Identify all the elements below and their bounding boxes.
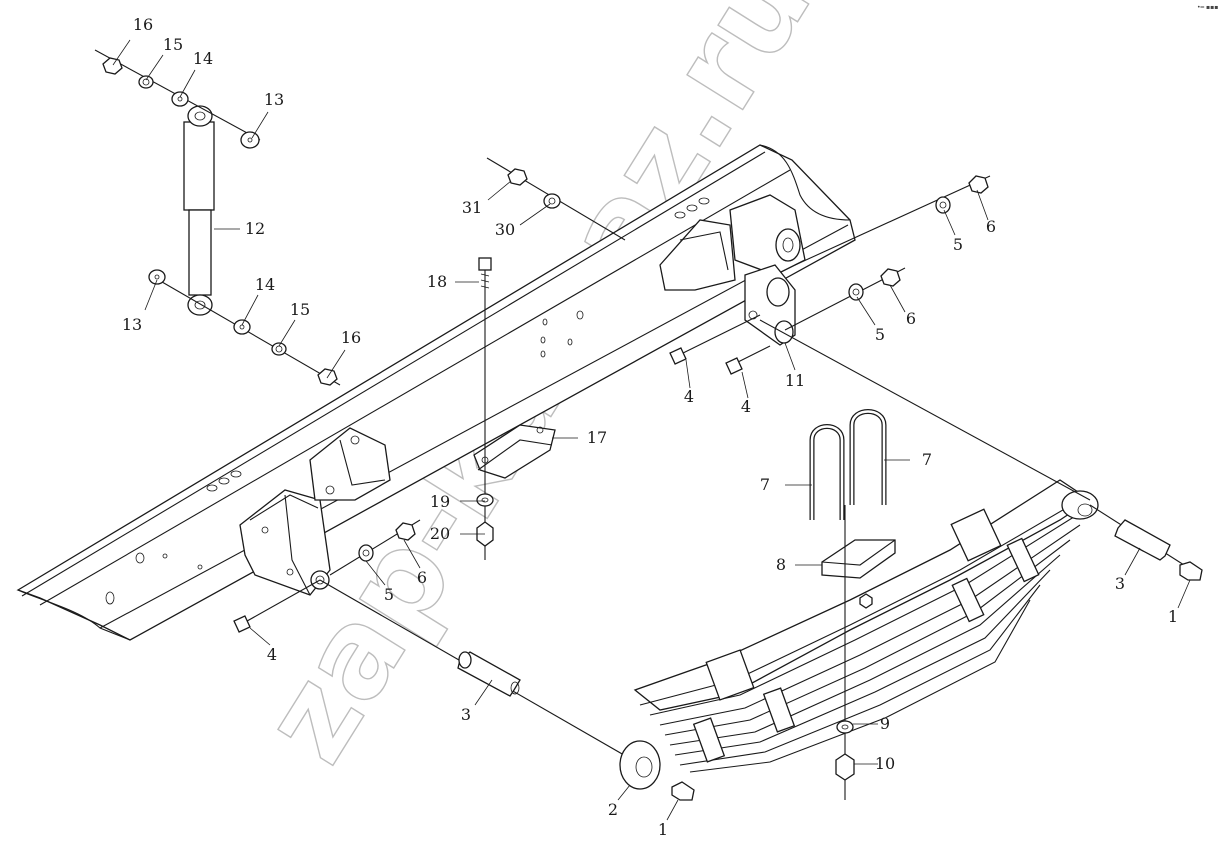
- callout-4: 4: [741, 397, 751, 416]
- callout-6: 6: [986, 217, 996, 236]
- callout-12: 12: [245, 219, 265, 238]
- callout-14: 14: [193, 49, 213, 68]
- callout-9: 9: [880, 714, 890, 733]
- callout-8: 8: [776, 555, 786, 574]
- callout-6: 6: [417, 568, 427, 587]
- callout-labels: 1615141312131415163130185656114417771920…: [122, 15, 1178, 839]
- callout-3: 3: [1115, 574, 1125, 593]
- callout-13: 13: [264, 90, 284, 109]
- spring-pad: [821, 505, 896, 800]
- callout-30: 30: [495, 220, 515, 239]
- corner-mark: •═ ▪▪▪: [1197, 4, 1218, 11]
- callout-3: 3: [461, 705, 471, 724]
- rear-pins-bolts: [669, 175, 991, 375]
- callout-13: 13: [122, 315, 142, 334]
- callout-20: 20: [430, 524, 450, 543]
- callout-15: 15: [290, 300, 310, 319]
- callout-7: 7: [922, 450, 932, 469]
- frame-bolt-hardware: [486, 157, 626, 241]
- spring-shackle: [744, 264, 796, 346]
- callout-6: 6: [906, 309, 916, 328]
- callout-5: 5: [384, 585, 394, 604]
- shock-hardware: [102, 57, 338, 386]
- callout-4: 4: [267, 645, 277, 664]
- front-spring-bracket: [239, 489, 331, 596]
- bump-stop-bolt: [476, 257, 494, 560]
- shock-absorber: [94, 49, 341, 386]
- callout-10: 10: [875, 754, 895, 773]
- callout-14: 14: [255, 275, 275, 294]
- callout-2: 2: [608, 800, 618, 819]
- callout-11: 11: [785, 371, 805, 390]
- callout-1: 1: [1168, 607, 1178, 626]
- callout-5: 5: [875, 325, 885, 344]
- callout-16: 16: [133, 15, 153, 34]
- rail-holes: [105, 197, 710, 605]
- front-pin-hardware: [233, 519, 651, 771]
- leader-lines: [112, 39, 1191, 821]
- callout-17: 17: [587, 428, 607, 447]
- callout-31: 31: [462, 198, 482, 217]
- u-bolts: [809, 409, 887, 520]
- leaf-spring: [619, 479, 1099, 790]
- frame-rail: [16, 144, 856, 641]
- callout-7: 7: [760, 475, 770, 494]
- callout-18: 18: [427, 272, 447, 291]
- callout-5: 5: [953, 235, 963, 254]
- callout-15: 15: [163, 35, 183, 54]
- mid-frame-bracket: [309, 427, 391, 501]
- rear-spring-bracket: [659, 194, 806, 291]
- callout-16: 16: [341, 328, 361, 347]
- callout-19: 19: [430, 492, 450, 511]
- callout-4: 4: [684, 387, 694, 406]
- callout-1: 1: [658, 820, 668, 839]
- rear-pin-hardware: [671, 319, 1203, 801]
